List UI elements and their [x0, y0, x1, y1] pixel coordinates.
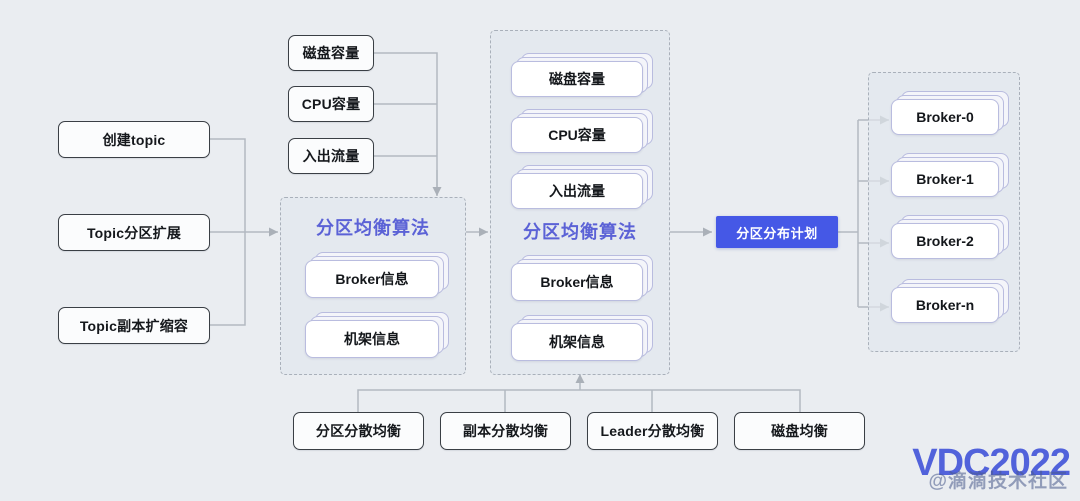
strategy-box-disk-balance[interactable]: 磁盘均衡	[734, 412, 865, 450]
broker-card-1[interactable]: Broker-1	[891, 161, 999, 197]
card-rack-info-2[interactable]: 机架信息	[511, 323, 643, 361]
card-broker-info-2[interactable]: Broker信息	[511, 263, 643, 301]
card-broker-info-1[interactable]: Broker信息	[305, 260, 439, 298]
broker-card-2[interactable]: Broker-2	[891, 223, 999, 259]
broker-card-n[interactable]: Broker-n	[891, 287, 999, 323]
card-io-traffic-2[interactable]: 入出流量	[511, 173, 643, 209]
watermark: VDC2022 @滴滴技术社区	[874, 442, 1074, 499]
input-box-topic-replica-scale[interactable]: Topic副本扩缩容	[58, 307, 210, 344]
algorithm-group-2: 磁盘容量 CPU容量 入出流量 分区均衡算法 Broker信息 机架信息	[490, 30, 670, 375]
metric-box-disk-capacity[interactable]: 磁盘容量	[288, 35, 374, 71]
strategy-box-replica-balance[interactable]: 副本分散均衡	[440, 412, 571, 450]
watermark-handle-text: @滴滴技术社区	[928, 471, 1068, 492]
input-box-topic-partition-expand[interactable]: Topic分区扩展	[58, 214, 210, 251]
strategy-box-partition-balance[interactable]: 分区分散均衡	[293, 412, 424, 450]
broker-card-0[interactable]: Broker-0	[891, 99, 999, 135]
algorithm-group-2-title: 分区均衡算法	[523, 222, 637, 242]
card-cpu-capacity-2[interactable]: CPU容量	[511, 117, 643, 153]
strategy-box-leader-balance[interactable]: Leader分散均衡	[587, 412, 718, 450]
watermark-logo-text: VDC2022	[912, 442, 1071, 484]
algorithm-group-1: 分区均衡算法 Broker信息 机架信息	[280, 197, 466, 375]
input-box-create-topic[interactable]: 创建topic	[58, 121, 210, 158]
metric-box-io-traffic[interactable]: 入出流量	[288, 138, 374, 174]
metric-box-cpu-capacity[interactable]: CPU容量	[288, 86, 374, 122]
card-disk-capacity-2[interactable]: 磁盘容量	[511, 61, 643, 97]
broker-group: Broker-0 Broker-1 Broker-2 Broker-n	[868, 72, 1020, 352]
algorithm-group-1-title: 分区均衡算法	[316, 218, 430, 238]
partition-distribution-plan-button[interactable]: 分区分布计划	[716, 216, 838, 248]
card-rack-info-1[interactable]: 机架信息	[305, 320, 439, 358]
